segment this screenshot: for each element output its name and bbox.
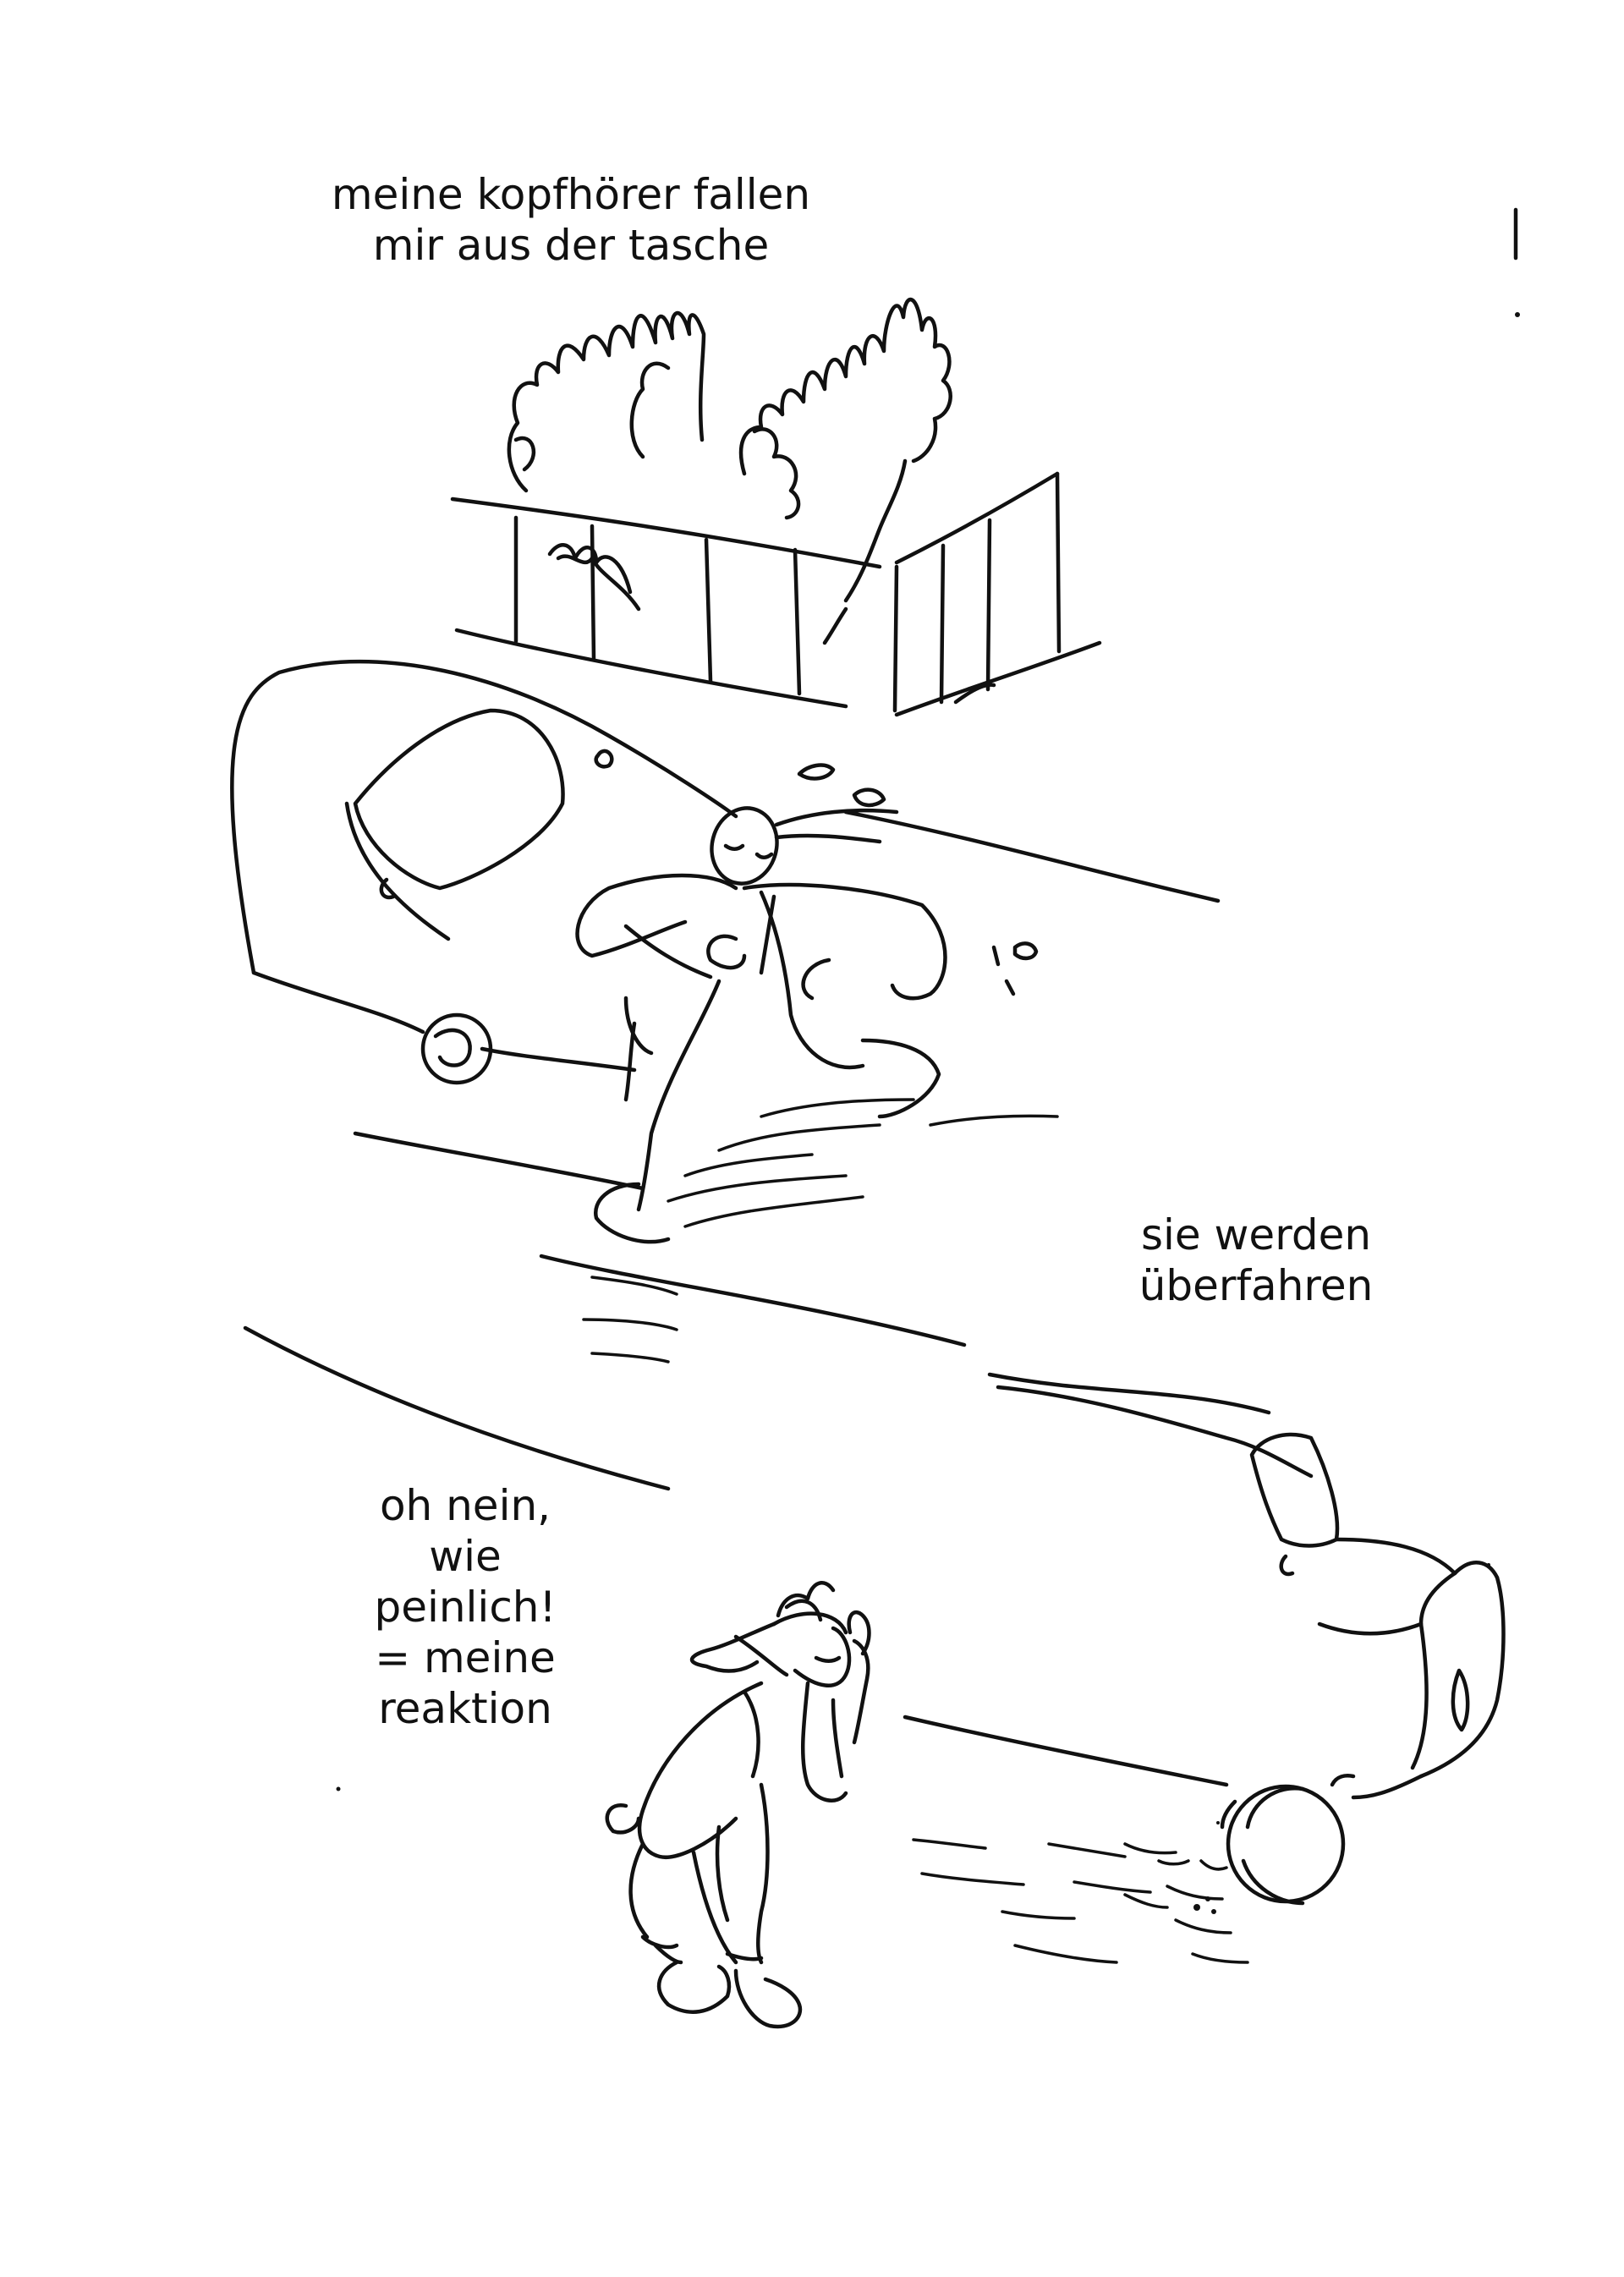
caption-right: sie werden überfahren: [1104, 1210, 1408, 1311]
bush-left-illustration: [507, 311, 706, 595]
fence-illustration: [450, 471, 1102, 717]
caption-top-line-1: meine kopfhörer fallen: [331, 170, 811, 219]
running-person-illustration: [575, 806, 947, 1244]
crushed-headphones-illustration: [1123, 1842, 1249, 1964]
falling-headphones-illustration: [797, 763, 1039, 996]
caption-top: meine kopfhörer fallen mir aus der tasch…: [300, 169, 842, 271]
caption-right-line-1: sie werden: [1140, 1210, 1372, 1259]
caption-bottom: oh nein, wie peinlich! = meine reaktion: [338, 1480, 592, 1734]
caption-bottom-line-3: peinlich!: [374, 1583, 557, 1632]
road-upper-illustration: [243, 809, 1271, 1491]
paper-specks: [336, 1563, 1490, 1824]
caption-bottom-line-4: = meine: [375, 1633, 556, 1682]
caption-right-line-2: überfahren: [1138, 1261, 1374, 1310]
margin-mark: [1513, 207, 1520, 317]
bush-right-illustration: [738, 298, 952, 645]
skid-lines-illustration: [912, 1838, 1152, 1964]
caption-bottom-line-2: wie: [429, 1532, 502, 1581]
caption-top-line-2: mir aus der tasche: [372, 221, 770, 270]
parked-car-illustration: [230, 659, 738, 1085]
speed-lines-illustration: [582, 1098, 1059, 1363]
oncoming-car-illustration: [903, 1385, 1506, 1906]
caption-bottom-line-5: reaktion: [378, 1684, 552, 1733]
caption-bottom-line-1: oh nein,: [379, 1481, 551, 1530]
crouching-person-illustration: [605, 1581, 871, 2029]
